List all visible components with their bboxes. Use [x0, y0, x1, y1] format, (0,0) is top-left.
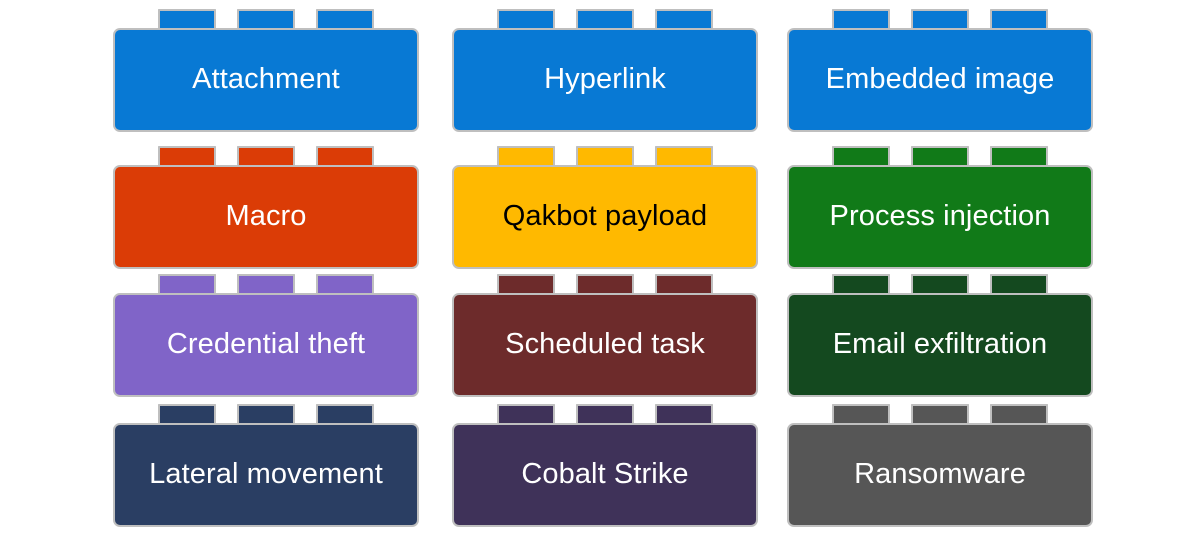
brick-body[interactable]: Macro — [113, 165, 419, 269]
brick-stud — [576, 146, 634, 167]
brick-stud-row — [787, 274, 1093, 295]
brick-body[interactable]: Attachment — [113, 28, 419, 132]
brick-label: Process injection — [829, 200, 1051, 233]
brick-stud — [237, 146, 295, 167]
brick-stud — [158, 146, 216, 167]
brick-stud — [497, 274, 555, 295]
brick-stud — [576, 9, 634, 30]
brick-stud — [158, 9, 216, 30]
lego-brick[interactable]: Hyperlink — [452, 9, 758, 132]
brick-stud — [497, 9, 555, 30]
brick-stud — [237, 274, 295, 295]
brick-stud-row — [452, 274, 758, 295]
brick-stud — [832, 404, 890, 425]
brick-stud — [990, 274, 1048, 295]
brick-stud — [497, 404, 555, 425]
lego-brick[interactable]: Credential theft — [113, 274, 419, 397]
brick-stud — [576, 404, 634, 425]
brick-stud — [158, 404, 216, 425]
lego-brick[interactable]: Macro — [113, 146, 419, 269]
brick-stud — [655, 404, 713, 425]
brick-label: Attachment — [192, 63, 340, 96]
brick-stud — [497, 146, 555, 167]
brick-label: Email exfiltration — [832, 328, 1048, 361]
brick-stud — [316, 9, 374, 30]
brick-stud — [316, 404, 374, 425]
brick-stud — [990, 146, 1048, 167]
brick-stud — [576, 274, 634, 295]
lego-brick[interactable]: Attachment — [113, 9, 419, 132]
brick-stud — [911, 274, 969, 295]
brick-body[interactable]: Credential theft — [113, 293, 419, 397]
brick-label: Credential theft — [166, 328, 366, 361]
brick-stud-row — [787, 146, 1093, 167]
brick-body[interactable]: Scheduled task — [452, 293, 758, 397]
brick-stud — [655, 9, 713, 30]
brick-stud-row — [113, 274, 419, 295]
brick-stud — [990, 404, 1048, 425]
brick-stud — [990, 9, 1048, 30]
brick-stud-row — [113, 146, 419, 167]
brick-body[interactable]: Qakbot payload — [452, 165, 758, 269]
brick-stud — [911, 146, 969, 167]
lego-brick[interactable]: Process injection — [787, 146, 1093, 269]
brick-stud — [911, 9, 969, 30]
brick-stud — [655, 146, 713, 167]
brick-stud — [316, 274, 374, 295]
brick-stud-row — [452, 404, 758, 425]
brick-label: Scheduled task — [505, 328, 705, 361]
brick-stud-row — [113, 404, 419, 425]
brick-label: Cobalt Strike — [521, 458, 689, 491]
brick-body[interactable]: Process injection — [787, 165, 1093, 269]
lego-brick[interactable]: Qakbot payload — [452, 146, 758, 269]
brick-stud — [911, 404, 969, 425]
brick-stud-row — [787, 404, 1093, 425]
brick-label: Macro — [225, 200, 307, 233]
brick-label: Lateral movement — [149, 458, 383, 491]
brick-stud — [832, 9, 890, 30]
brick-body[interactable]: Hyperlink — [452, 28, 758, 132]
brick-stud-row — [452, 9, 758, 30]
brick-label: Ransomware — [854, 458, 1026, 491]
brick-body[interactable]: Email exfiltration — [787, 293, 1093, 397]
brick-label: Qakbot payload — [502, 200, 708, 233]
lego-brick[interactable]: Cobalt Strike — [452, 404, 758, 527]
brick-stud — [237, 9, 295, 30]
lego-brick[interactable]: Ransomware — [787, 404, 1093, 527]
lego-brick[interactable]: Embedded image — [787, 9, 1093, 132]
brick-label: Hyperlink — [544, 63, 666, 96]
brick-label: Embedded image — [825, 63, 1055, 96]
brick-body[interactable]: Cobalt Strike — [452, 423, 758, 527]
lego-brick[interactable]: Scheduled task — [452, 274, 758, 397]
brick-stud-row — [113, 9, 419, 30]
lego-brick[interactable]: Email exfiltration — [787, 274, 1093, 397]
brick-stud — [832, 274, 890, 295]
lego-brick[interactable]: Lateral movement — [113, 404, 419, 527]
brick-stud — [832, 146, 890, 167]
brick-stud-row — [452, 146, 758, 167]
brick-body[interactable]: Embedded image — [787, 28, 1093, 132]
brick-body[interactable]: Ransomware — [787, 423, 1093, 527]
brick-stud — [655, 274, 713, 295]
brick-stud — [237, 404, 295, 425]
brick-body[interactable]: Lateral movement — [113, 423, 419, 527]
brick-stud-row — [787, 9, 1093, 30]
brick-stud — [158, 274, 216, 295]
brick-stud — [316, 146, 374, 167]
